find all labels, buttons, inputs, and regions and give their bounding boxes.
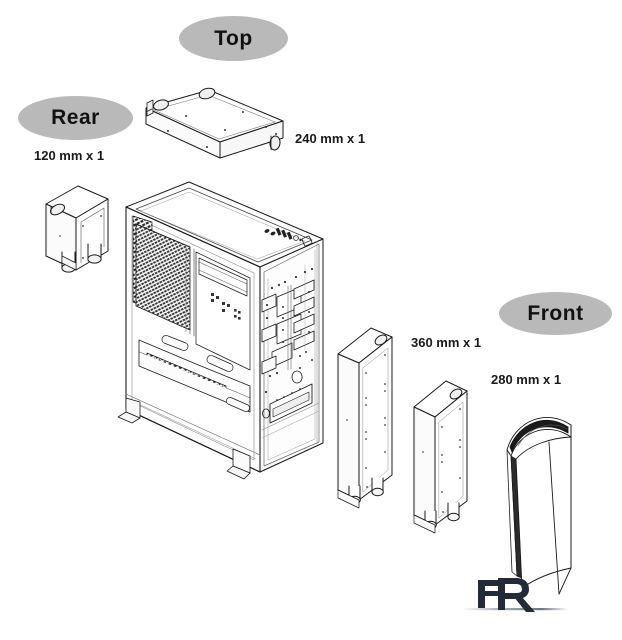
- spec-rear-120: 120 mm x 1: [34, 148, 105, 163]
- label-pill-top-text: Top: [214, 26, 253, 50]
- component-radiator-front-280: [413, 380, 468, 534]
- component-pc-case: [117, 181, 324, 480]
- label-pill-top: Top: [179, 16, 288, 61]
- component-radiator-rear-120: [45, 185, 109, 273]
- spec-top-240: 240 mm x 1: [295, 131, 366, 146]
- component-radiator-front-360: [337, 327, 393, 509]
- brand-logo: [462, 578, 568, 612]
- spec-front-280: 280 mm x 1: [491, 372, 562, 387]
- spec-front-360: 360 mm x 1: [411, 335, 482, 350]
- label-pill-front-text: Front: [527, 301, 584, 325]
- component-front-panel: [506, 416, 572, 595]
- component-radiator-top-240: [145, 87, 284, 159]
- label-pill-rear: Rear: [18, 96, 133, 140]
- label-pill-front: Front: [499, 292, 612, 335]
- label-pill-rear-text: Rear: [51, 106, 100, 129]
